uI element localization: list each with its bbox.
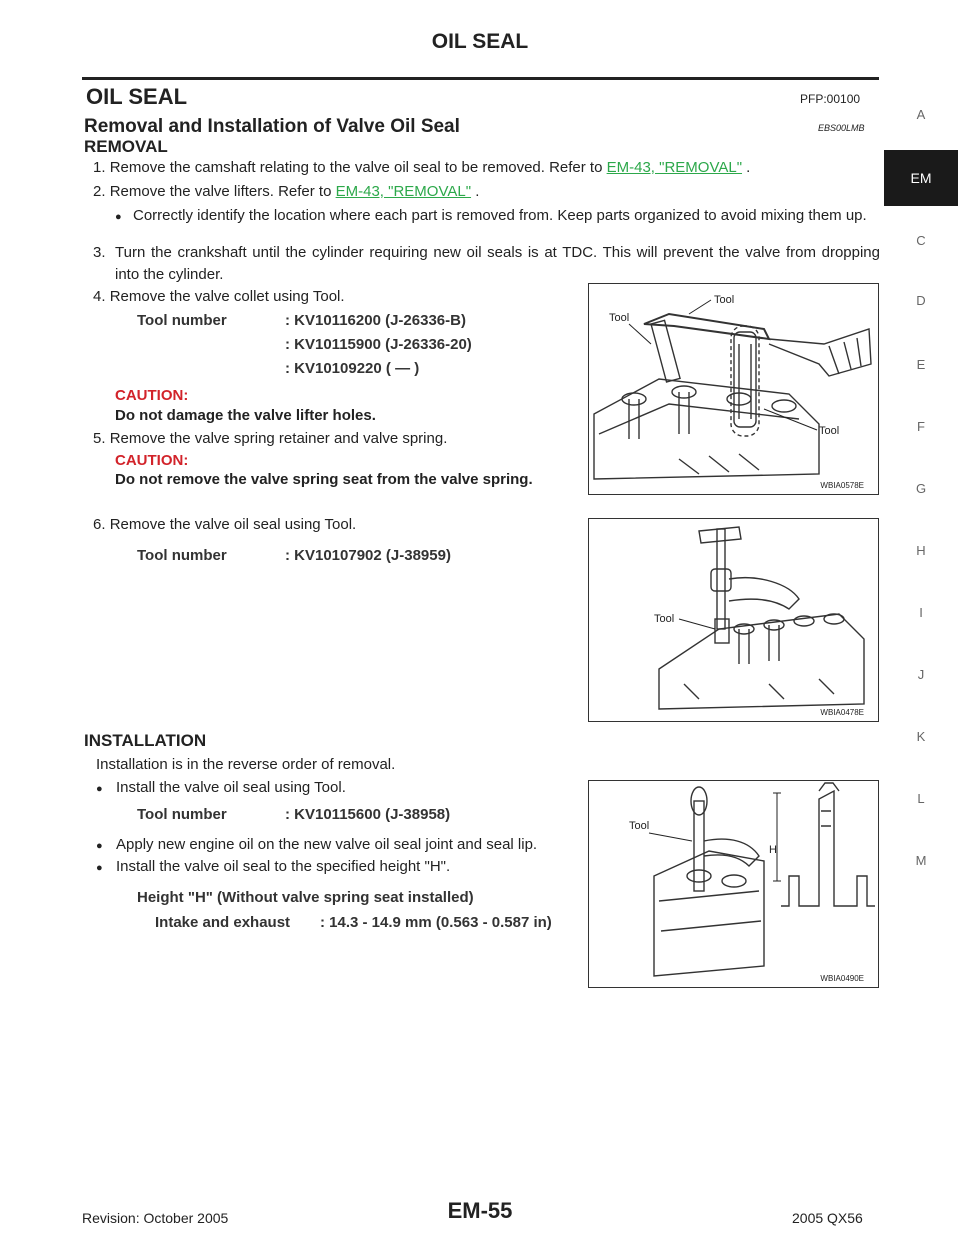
header-rule (82, 77, 879, 80)
installation-bullet-3: ● Install the valve oil seal to the spec… (96, 856, 450, 878)
step-1-link[interactable]: EM-43, "REMOVAL" (606, 159, 743, 176)
step-4-tool-label: Tool number (137, 312, 227, 329)
figure-1-label-1: Tool (714, 294, 734, 306)
figure-valve-oil-seal-installation: Tool H WBIA0490E (588, 780, 879, 988)
step-1: 1. Remove the camshaft relating to the v… (93, 159, 751, 176)
subsection-title: Removal and Installation of Valve Oil Se… (84, 116, 460, 137)
step-2-bullet: ● Correctly identify the location where … (115, 205, 898, 227)
figure-2-id: WBIA0478E (820, 708, 864, 717)
side-tab-g[interactable]: G (915, 481, 927, 496)
step-5: 5. Remove the valve spring retainer and … (93, 430, 448, 447)
side-tab-l[interactable]: L (917, 791, 925, 806)
figure-3-label-h: H (769, 844, 777, 856)
subsection-code: EBS00LMB (818, 123, 865, 133)
figure-1-id: WBIA0578E (820, 481, 864, 490)
height-label: Intake and exhaust (155, 914, 291, 931)
side-tab-h[interactable]: H (916, 543, 926, 558)
figure-3-label-tool: Tool (629, 820, 649, 832)
oil-seal-removal-illustration: Tool (654, 526, 865, 710)
step-6: 6. Remove the valve oil seal using Tool. (93, 516, 357, 533)
bullet-icon: ● (96, 862, 103, 874)
figure-3-id: WBIA0490E (820, 974, 864, 983)
installation-bullet-2: ● Apply new engine oil on the new valve … (96, 834, 537, 856)
step-2-link[interactable]: EM-43, "REMOVAL" (335, 183, 472, 200)
step-4-tool-value-2: : KV10115900 (J-26336-20) (285, 336, 472, 353)
step-3: 3. Turn the crankshaft until the cylinde… (93, 244, 880, 283)
side-tab-a[interactable]: A (916, 107, 926, 122)
side-tab-c[interactable]: C (916, 233, 926, 248)
footer-page-number: EM-55 (447, 1198, 513, 1223)
bullet-icon: ● (115, 211, 122, 223)
side-tab-e[interactable]: E (916, 357, 926, 372)
engine-head-illustration: Tool Tool Tool (593, 294, 872, 480)
height-value: : 14.3 - 14.9 mm (0.563 - 0.587 in) (320, 914, 552, 931)
side-tab-m[interactable]: M (915, 853, 927, 868)
figure-1-label-2: Tool (609, 312, 629, 324)
step-6-tool-label: Tool number (137, 547, 227, 564)
installation-bullet-1: ● Install the valve oil seal using Tool. (96, 777, 346, 799)
section-code: PFP:00100 (800, 92, 861, 106)
step-5-caution-text: Do not remove the valve spring seat from… (115, 471, 533, 488)
step-4-tool-value-3: : KV10109220 ( — ) (285, 360, 420, 377)
figure-2-label-1: Tool (654, 613, 674, 625)
step-4-caution-label: CAUTION: (115, 387, 189, 404)
step-5-caution-label: CAUTION: (115, 452, 189, 469)
step-2: 2. Remove the valve lifters. Refer to EM… (93, 183, 480, 200)
footer-revision: Revision: October 2005 (82, 1210, 229, 1226)
installation-intro: Installation is in the reverse order of … (96, 756, 396, 773)
step-4-caution-text: Do not damage the valve lifter holes. (115, 407, 376, 424)
height-heading: Height "H" (Without valve spring seat in… (137, 889, 474, 906)
figure-valve-collet-tool: Tool Tool Tool WBIA0578E (588, 283, 879, 495)
side-tab-em-active[interactable]: EM (884, 150, 958, 206)
side-tab-d[interactable]: D (916, 293, 926, 308)
side-tab-j[interactable]: J (917, 667, 925, 682)
installation-tool-label: Tool number (137, 806, 227, 823)
step-4: 4. Remove the valve collet using Tool. (93, 288, 345, 305)
installation-tool-value: : KV10115600 (J-38958) (285, 806, 451, 823)
figure-1-label-3: Tool (819, 425, 839, 437)
removal-heading: REMOVAL (84, 137, 168, 156)
page-header-title: OIL SEAL (431, 30, 529, 53)
bullet-icon: ● (96, 840, 103, 852)
section-title: OIL SEAL (86, 84, 188, 109)
side-tab-f[interactable]: F (917, 419, 925, 434)
step-6-tool-value: : KV10107902 (J-38959) (285, 547, 451, 564)
footer-model: 2005 QX56 (792, 1210, 863, 1226)
figure-valve-oil-seal-removal: Tool WBIA0478E (588, 518, 879, 722)
side-tab-k[interactable]: K (916, 729, 926, 744)
installation-heading: INSTALLATION (84, 731, 207, 750)
oil-seal-install-illustration: Tool H (629, 782, 875, 977)
side-tab-i[interactable]: I (919, 605, 923, 620)
bullet-icon: ● (96, 783, 103, 795)
step-4-tool-value-1: : KV10116200 (J-26336-B) (285, 312, 466, 329)
